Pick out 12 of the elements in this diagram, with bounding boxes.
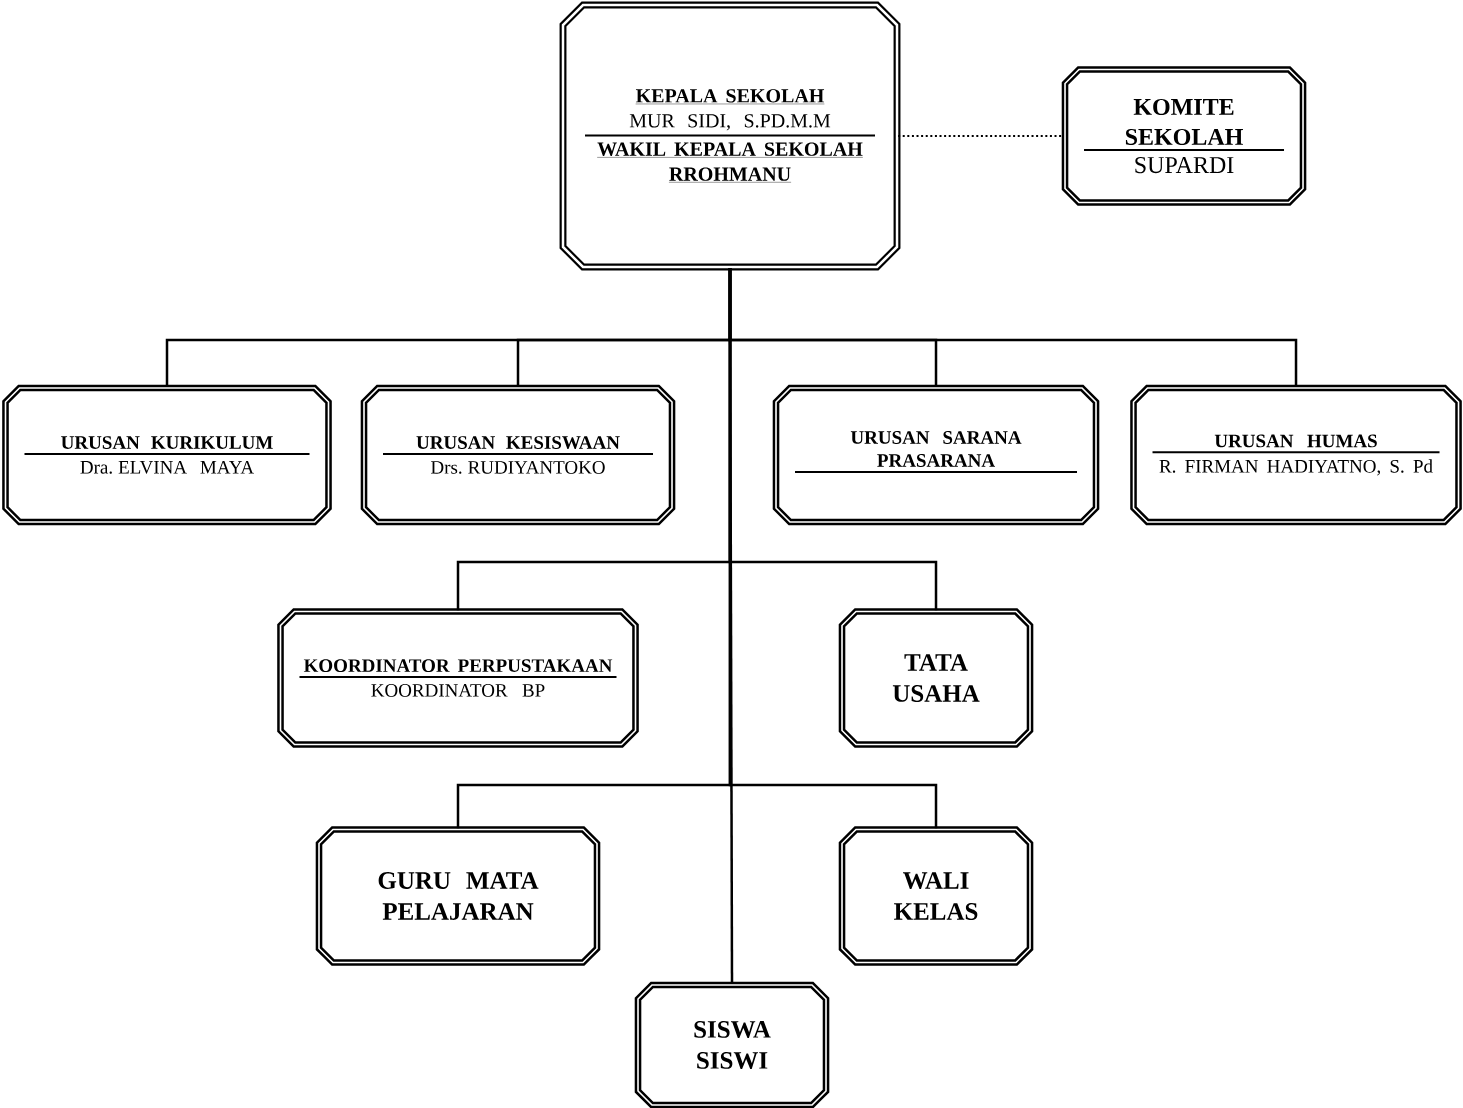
position-box: GURU MATA PELAJARAN — [315, 826, 601, 966]
position-box: KOMITE SEKOLAH SUPARDI — [1061, 66, 1307, 206]
position-box: TATA USAHA — [838, 608, 1034, 748]
connector-line — [728, 268, 734, 984]
position-box: KEPALA SEKOLAH MUR SIDI, S.PD.M.M WAKIL KEPALA SEKOLAH RROHMANU — [559, 1, 901, 271]
position-box: KOORDINATOR PERPUSTAKAAN KOORDINATOR BP — [277, 608, 639, 748]
position-box: URUSAN HUMAS R. FIRMAN HADIYATNO, S. Pd — [1130, 384, 1462, 526]
position-box: URUSAN KURIKULUM Dra. ELVINA MAYA — [2, 384, 332, 526]
position-box: WALI KELAS — [838, 826, 1034, 966]
position-box: URUSAN SARANA PRASARANA — [772, 384, 1100, 526]
position-box: URUSAN KESISWAAN Drs. RUDIYANTOKO — [360, 384, 676, 526]
position-box: SISWA SISWI — [634, 981, 830, 1108]
